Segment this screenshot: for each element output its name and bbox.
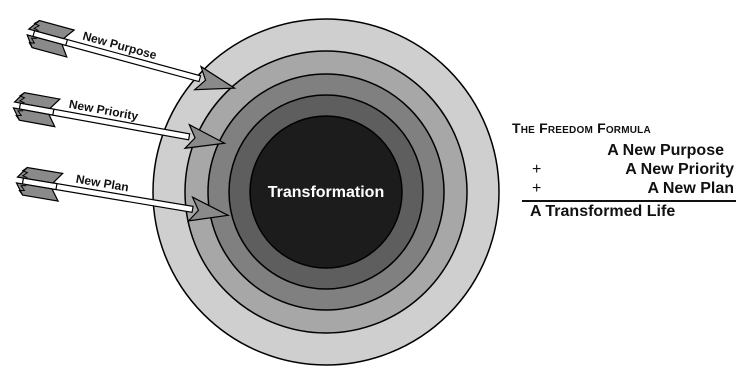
arrow-new-priority: New Priority xyxy=(12,92,227,150)
formula-term: A New Priority xyxy=(625,161,734,178)
formula-term: A New Purpose xyxy=(607,142,724,159)
formula-title: The Freedom Formula xyxy=(512,120,651,136)
arrow-new-purpose: New Purpose xyxy=(26,19,237,91)
arrow-new-plan: New Plan xyxy=(15,166,231,222)
formula-line: + A New Priority xyxy=(512,161,738,180)
formula-operator: + xyxy=(532,180,542,197)
freedom-formula: The Freedom Formula A New Purpose + A Ne… xyxy=(512,120,738,221)
formula-line: A New Purpose xyxy=(512,142,738,161)
formula-divider xyxy=(522,200,736,202)
formula-term: A New Plan xyxy=(647,180,734,197)
formula-line: + A New Plan xyxy=(512,180,738,199)
target-center-label: Transformation xyxy=(268,184,384,201)
target-bullseye xyxy=(249,115,403,269)
formula-result: A Transformed Life xyxy=(530,203,676,220)
formula-operator: + xyxy=(532,161,542,178)
